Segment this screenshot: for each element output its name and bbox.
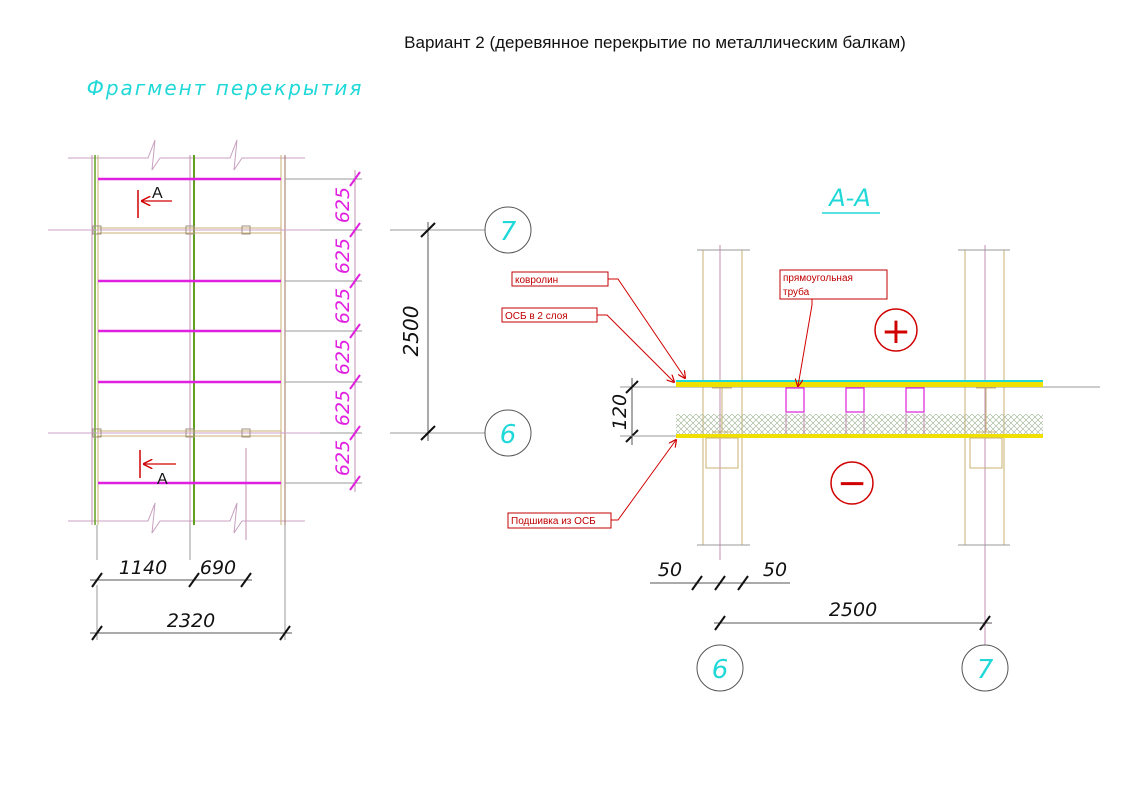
callout-ceiling: Подшивка из ОСБ (507, 440, 676, 529)
spacing-dim: 625 (332, 238, 354, 274)
osb-ceiling-layer (676, 434, 1043, 438)
spacing-dimensions: 625 625 625 625 625 625 (285, 170, 362, 492)
section-arrow-top: A (137, 185, 172, 218)
spacing-dim: 625 (332, 390, 354, 426)
svg-text:7: 7 (977, 655, 994, 685)
overall-dimension: 2500 (390, 222, 485, 441)
axis-marker-6: 6 (696, 644, 744, 692)
svg-text:прямоугольная: прямоугольная (783, 273, 853, 284)
svg-text:+: + (881, 311, 911, 352)
offset-dim: 50 (763, 559, 787, 581)
page-title: Вариант 2 (деревянное перекрытие по мета… (404, 33, 906, 52)
section-heading: A-A (827, 184, 871, 212)
svg-text:6: 6 (500, 420, 517, 450)
svg-text:труба: труба (783, 286, 810, 298)
section-mark-label: A (152, 185, 163, 202)
spacing-dim: 625 (332, 187, 354, 223)
axis-marker-7: 7 (484, 206, 532, 254)
width-dimensions: 1140 690 2320 (90, 557, 292, 641)
plus-zone-marker: + (874, 308, 918, 352)
section-a-a: A-A 120 ковролин (501, 184, 1100, 692)
break-line-bottom (68, 502, 305, 534)
minus-zone-marker: − (830, 461, 874, 505)
floor-plan: Фрагмент перекрытия (48, 76, 532, 641)
callout-osb: ОСБ в 2 слоя (501, 307, 674, 382)
section-arrow-bottom: A (139, 450, 176, 488)
offset-dim: 50 (658, 559, 682, 581)
joists (98, 177, 281, 485)
width-dim: 1140 (119, 557, 167, 579)
overall-dim-label: 2500 (399, 306, 423, 357)
break-line-top (68, 139, 305, 171)
rectangular-tubes (785, 387, 925, 413)
callout-tube: прямоугольная труба (779, 269, 888, 386)
section-mark-label: A (157, 471, 168, 488)
svg-text:7: 7 (500, 217, 517, 247)
total-width-dim: 2320 (167, 610, 215, 632)
height-dim: 120 (609, 394, 631, 430)
span-dim: 2500 (829, 599, 877, 621)
svg-text:ОСБ в 2 слоя: ОСБ в 2 слоя (505, 311, 568, 322)
svg-text:6: 6 (712, 655, 729, 685)
insulation-layer (676, 414, 1043, 434)
plan-heading: Фрагмент перекрытия (87, 76, 364, 100)
svg-text:ковролин: ковролин (515, 275, 558, 286)
svg-text:−: − (837, 463, 867, 504)
spacing-dim: 625 (332, 440, 354, 476)
svg-text:Подшивка из ОСБ: Подшивка из ОСБ (511, 516, 596, 527)
osb-top-layer (676, 382, 1043, 387)
axis-marker-6: 6 (484, 409, 532, 457)
callout-carpet: ковролин (511, 271, 685, 378)
spacing-dim: 625 (332, 288, 354, 324)
spacing-dim: 625 (332, 339, 354, 375)
axis-marker-7: 7 (961, 644, 1009, 692)
width-dim: 690 (200, 557, 236, 579)
